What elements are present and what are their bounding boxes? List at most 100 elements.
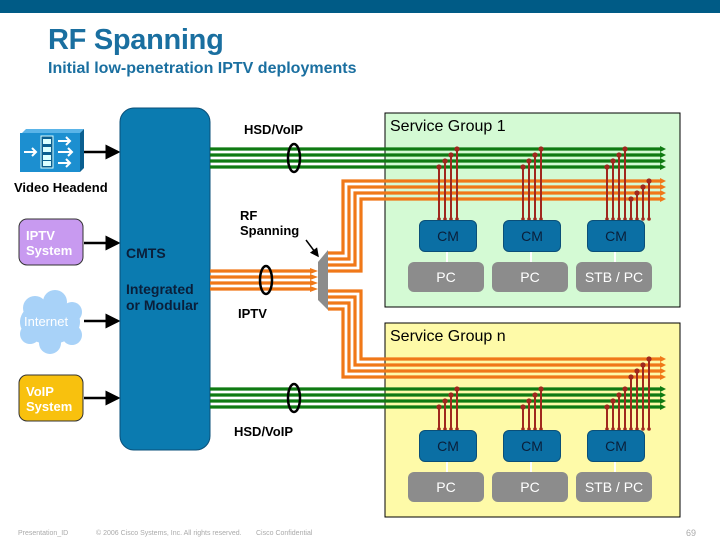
tap-point <box>539 427 543 431</box>
tap-point <box>622 146 628 152</box>
iptv-bundle-ring <box>258 264 274 296</box>
cmts-box <box>119 107 211 451</box>
tap-point <box>622 386 628 392</box>
internet-label: Internet <box>24 314 69 329</box>
rf-spanning-pointer <box>305 239 319 258</box>
page-number: 69 <box>686 528 697 538</box>
tap-point <box>532 392 538 398</box>
tap-point <box>611 427 615 431</box>
tap-point <box>634 368 640 374</box>
page-subtitle: Initial low-penetration IPTV deployments <box>48 60 357 77</box>
tap-point <box>448 392 454 398</box>
header-bar <box>0 0 720 13</box>
tap-point <box>538 146 544 152</box>
tap-point <box>521 427 525 431</box>
tap-point <box>610 398 616 404</box>
cable-modem: CM <box>587 220 645 252</box>
client-device: STB / PC <box>576 262 652 292</box>
tap-point <box>635 217 639 221</box>
tap-point <box>527 217 531 221</box>
internet-cloud-icon <box>20 290 82 354</box>
tap-point <box>448 152 454 158</box>
tap-point <box>436 164 442 170</box>
hsd-voip-bottom-lines <box>210 387 662 409</box>
tap-point <box>605 427 609 431</box>
iptv-sgn-lines <box>328 289 662 379</box>
client-device: PC <box>408 472 484 502</box>
client-device: STB / PC <box>576 472 652 502</box>
tap-point <box>623 427 627 431</box>
tap-point <box>527 427 531 431</box>
tap-point <box>539 217 543 221</box>
tap-point <box>623 217 627 221</box>
service-group-1-title: Service Group 1 <box>390 118 506 135</box>
cmts-label: CMTS <box>126 245 166 261</box>
tap-point <box>604 164 610 170</box>
cable-modem: CM <box>419 430 477 462</box>
hsd-top-bundle-ring <box>286 142 302 174</box>
tap-point <box>443 427 447 431</box>
iptv-sg1-lines <box>328 179 662 273</box>
tap-point <box>647 217 651 221</box>
tap-point <box>538 386 544 392</box>
hsd-bottom-bundle-ring <box>286 382 302 414</box>
tap-point <box>629 427 633 431</box>
video-headend-label: Video Headend <box>14 180 108 195</box>
tap-point <box>437 217 441 221</box>
tap-point <box>449 217 453 221</box>
tap-point <box>605 217 609 221</box>
voip-system-label: VoIP System <box>26 384 73 414</box>
tap-point <box>532 152 538 158</box>
tap-point <box>526 398 532 404</box>
tap-point <box>454 386 460 392</box>
tap-point <box>533 217 537 221</box>
tap-point <box>611 217 615 221</box>
tap-point <box>628 196 634 202</box>
client-device: PC <box>492 472 568 502</box>
cable-modem: CM <box>419 220 477 252</box>
tap-point <box>641 427 645 431</box>
tap-point <box>646 178 652 184</box>
rf-spanning-label: RF Spanning <box>240 208 300 238</box>
tap-point <box>617 427 621 431</box>
tap-point <box>443 217 447 221</box>
hsd-voip-bottom-label: HSD/VoIP <box>234 424 293 439</box>
tap-point <box>526 158 532 164</box>
footer-confidential: Cisco Confidential <box>256 530 313 537</box>
modem-taps <box>436 146 652 431</box>
tap-point <box>629 217 633 221</box>
tap-point <box>640 362 646 368</box>
tap-point <box>634 190 640 196</box>
tap-point <box>437 427 441 431</box>
tap-point <box>533 427 537 431</box>
tap-point <box>604 404 610 410</box>
tap-point <box>442 398 448 404</box>
page-title: RF Spanning <box>48 24 224 56</box>
tap-point <box>628 374 634 380</box>
tap-point <box>520 404 526 410</box>
iptv-label: IPTV <box>238 306 267 321</box>
hsd-voip-top-label: HSD/VoIP <box>244 122 303 137</box>
tap-point <box>616 392 622 398</box>
cmts-type-label: Integrated or Modular <box>126 281 199 313</box>
client-device: PC <box>492 262 568 292</box>
tap-point <box>455 217 459 221</box>
footer-copyright: © 2006 Cisco Systems, Inc. All rights re… <box>96 530 242 537</box>
tap-point <box>617 217 621 221</box>
cable-modem: CM <box>587 430 645 462</box>
rf-spanning-splitter <box>318 250 328 310</box>
tap-point <box>454 146 460 152</box>
tap-point <box>640 184 646 190</box>
hsd-top-arrowheads <box>660 146 666 170</box>
tap-point <box>442 158 448 164</box>
cable-modem: CM <box>503 220 561 252</box>
tap-point <box>647 427 651 431</box>
client-device: PC <box>408 262 484 292</box>
cable-modem: CM <box>503 430 561 462</box>
service-group-n-title: Service Group n <box>390 328 506 345</box>
footer-presentation-id: Presentation_ID <box>18 530 69 537</box>
tap-point <box>520 164 526 170</box>
hsd-voip-top-lines <box>210 147 662 169</box>
tap-point <box>449 427 453 431</box>
cm-client-connectors <box>446 252 616 472</box>
